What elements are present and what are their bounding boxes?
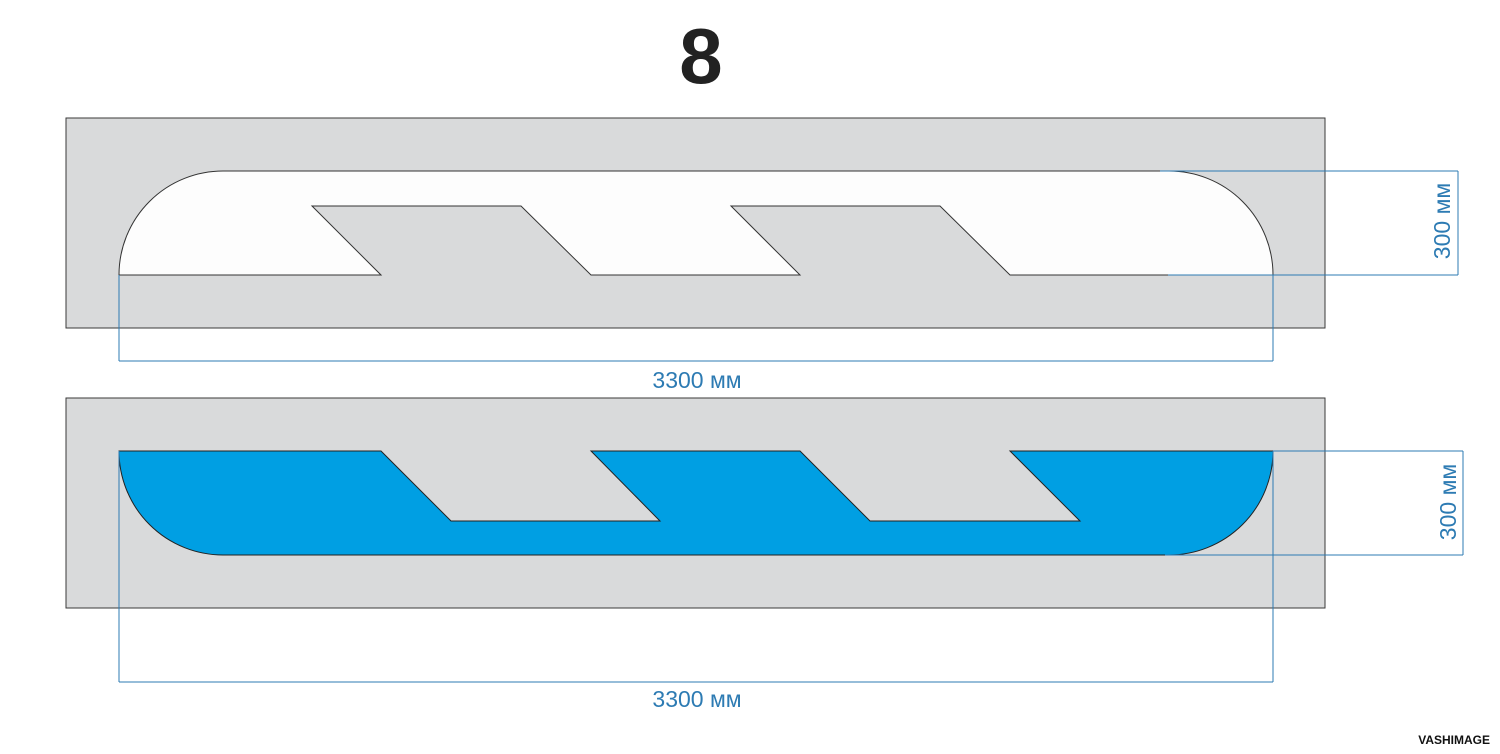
watermark: VASHIMAGE: [1418, 733, 1490, 747]
bottom-width-dimension: 3300 мм: [118, 451, 1274, 712]
bottom-width-label: 3300 мм: [652, 686, 741, 712]
top-width-dimension: 3300 мм: [118, 275, 1274, 393]
page-title: 8: [679, 12, 722, 100]
top-stencil-shape: [118, 170, 1274, 276]
top-width-label: 3300 мм: [652, 367, 741, 393]
bottom-height-label: 300 мм: [1435, 464, 1461, 540]
top-height-dimension: 300 мм: [1160, 170, 1459, 276]
bottom-stencil-shape: [118, 450, 1274, 556]
bottom-height-dimension: 300 мм: [1165, 450, 1464, 556]
bottom-stencil: 300 мм 3300 мм: [65, 397, 1464, 712]
top-height-label: 300 мм: [1429, 183, 1455, 259]
top-stencil: 300 мм 3300 мм: [65, 117, 1459, 393]
